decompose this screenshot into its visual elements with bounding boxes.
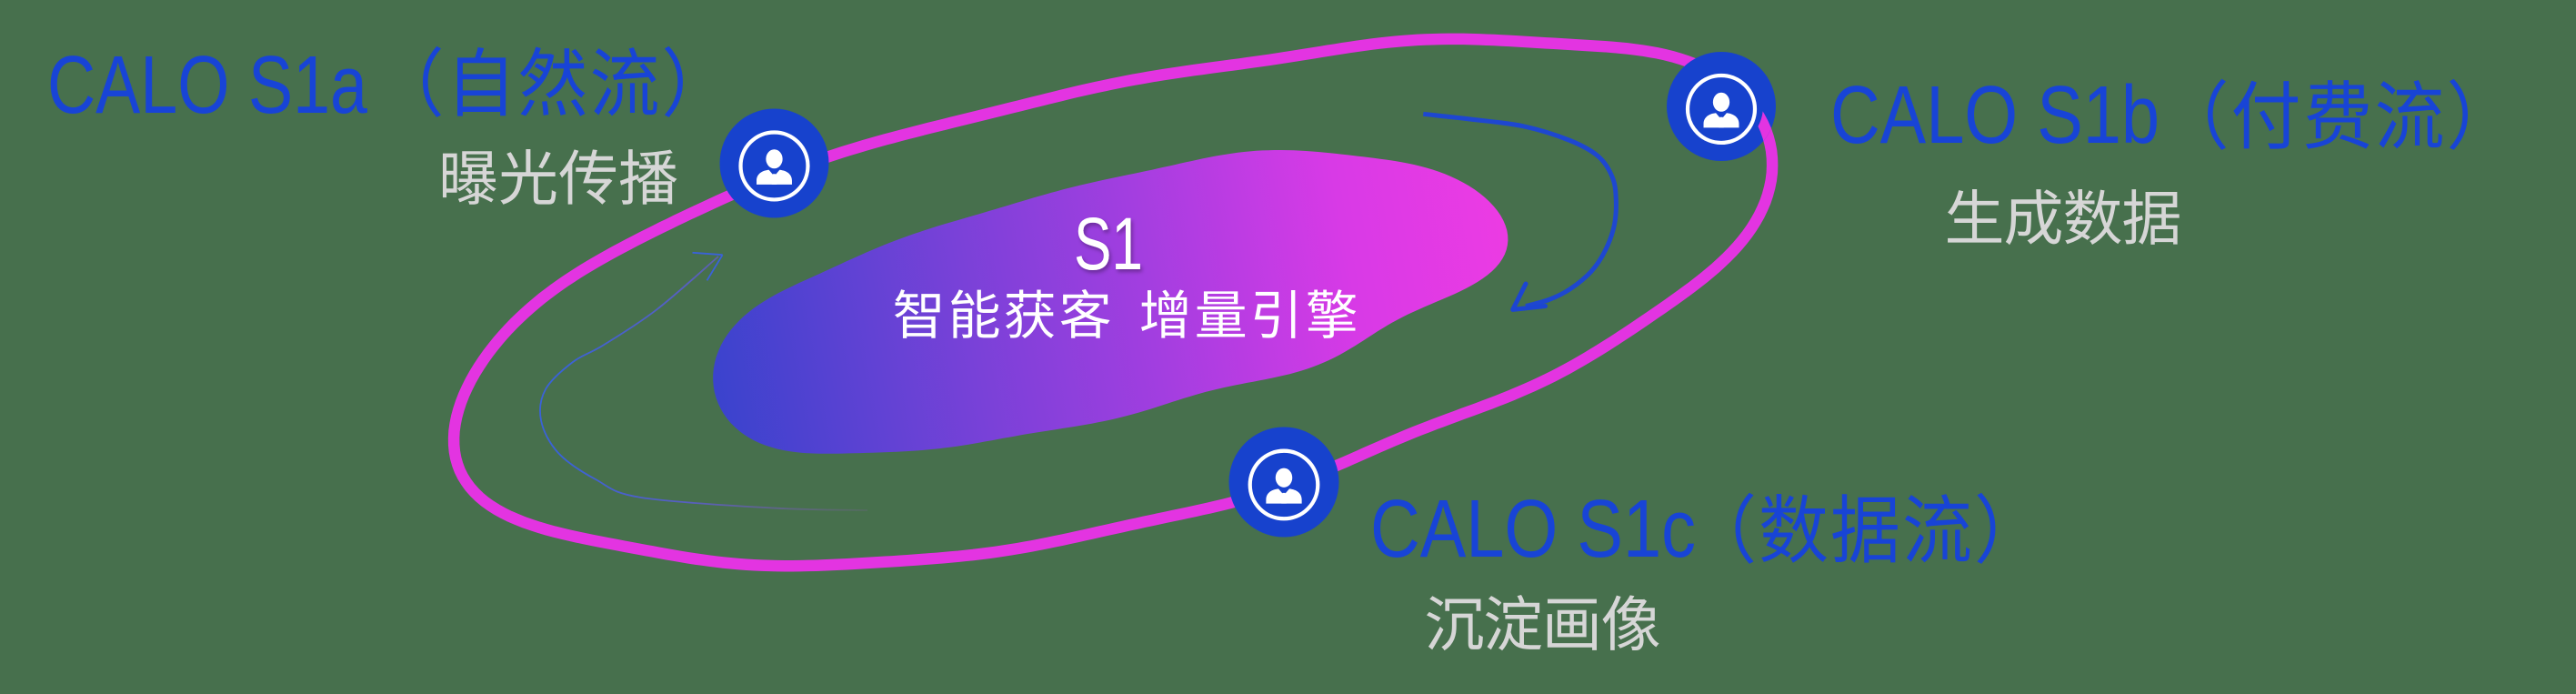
svg-text:CALO S1b: CALO S1b xyxy=(1830,70,2160,161)
svg-text:CALO S1c: CALO S1c xyxy=(1370,484,1696,575)
svg-text:CALO S1a: CALO S1a xyxy=(47,40,368,131)
svg-text:S1: S1 xyxy=(1074,203,1143,286)
